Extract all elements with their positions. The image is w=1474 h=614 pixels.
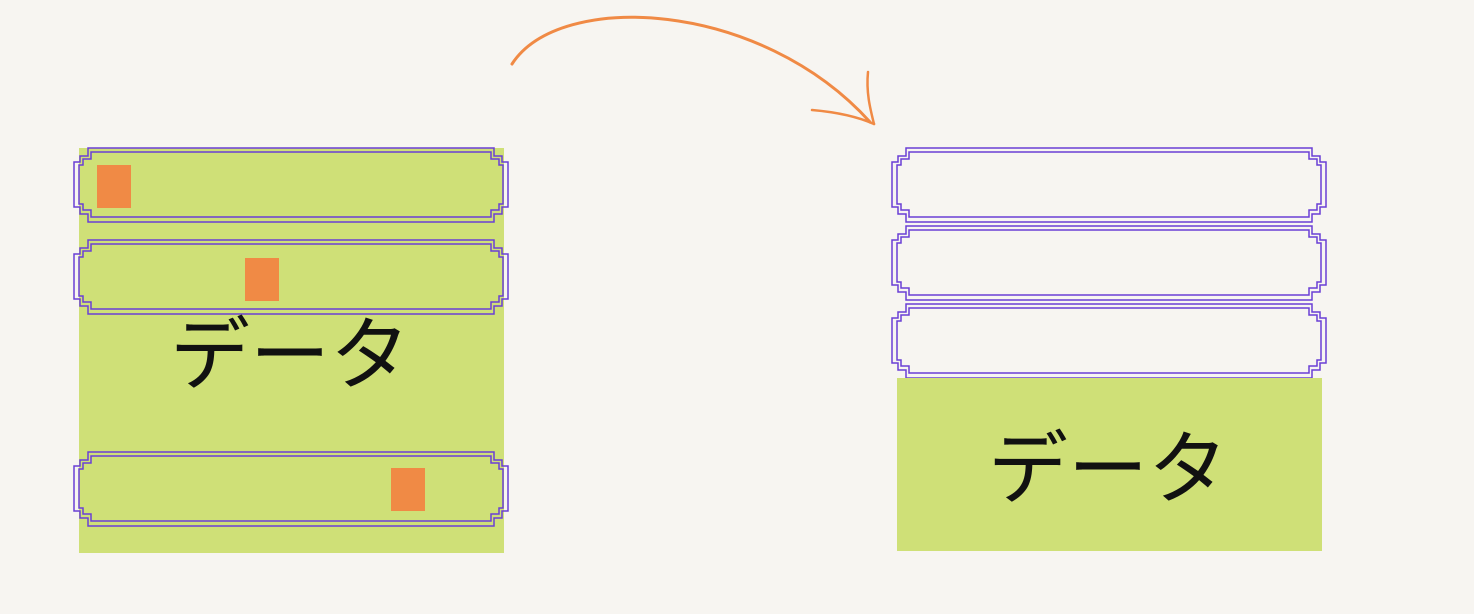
before-slot — [73, 239, 509, 315]
after-data-label: データ — [988, 423, 1228, 516]
before-marker — [391, 468, 425, 511]
arrow-curve — [510, 15, 872, 124]
after-slot — [891, 303, 1327, 379]
after-data-block — [897, 378, 1322, 551]
after-slot — [891, 147, 1327, 223]
before-group: データ — [73, 147, 509, 553]
before-slot — [73, 451, 509, 527]
arrow-head-upper — [866, 70, 876, 126]
transform-arrow — [510, 15, 876, 126]
before-data-block — [79, 148, 504, 553]
before-slot — [73, 147, 509, 223]
before-marker — [245, 258, 279, 301]
after-group: データ — [891, 147, 1327, 551]
arrow-head-lower — [810, 108, 876, 126]
before-marker — [97, 165, 131, 208]
after-slot — [891, 225, 1327, 301]
before-data-label: データ — [170, 309, 410, 402]
